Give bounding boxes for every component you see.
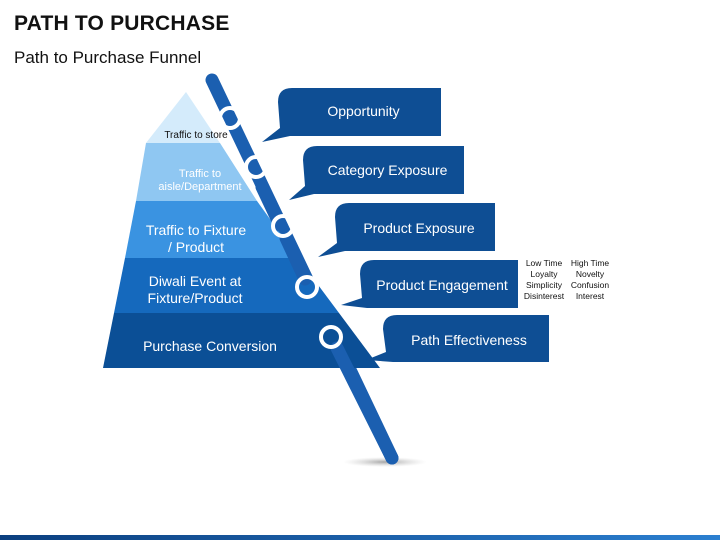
tier-label-traffic-store: Traffic to store — [164, 130, 228, 141]
ring-1 — [218, 106, 242, 130]
callout-shape-2 — [289, 146, 464, 200]
tier-4-diwali-event — [114, 258, 339, 313]
callout-shape-3 — [318, 203, 495, 257]
callout-label-product-exposure: Product Exposure — [363, 219, 475, 236]
tier-label-traffic-fixture: Traffic to Fixture / Product — [145, 222, 247, 255]
rod-front-3 — [330, 341, 399, 465]
note-high-2: Novelty — [575, 269, 605, 279]
ground-shadow — [343, 457, 427, 467]
callout-shape-5 — [366, 315, 549, 362]
ring-4 — [295, 275, 319, 299]
note-low-1: Low Time — [525, 258, 563, 268]
callout-label-product-engagement: Product Engagement — [376, 276, 508, 293]
tier-label-traffic-aisle: Traffic to aisle/Department — [158, 167, 242, 193]
note-column-low: Low Time Loyalty Simplicity Disinterest — [518, 258, 570, 302]
ring-3 — [271, 214, 295, 238]
page-subtitle: Path to Purchase Funnel — [14, 48, 202, 67]
page-title: PATH TO PURCHASE — [14, 12, 230, 35]
tier-1-traffic-store — [146, 92, 220, 143]
note-low-4: Disinterest — [523, 291, 565, 301]
callout-label-path-effectiveness: Path Effectiveness — [411, 331, 527, 348]
callout-shape-4 — [341, 260, 518, 308]
ring-5 — [319, 325, 343, 349]
callout-label-opportunity: Opportunity — [327, 102, 400, 119]
tier-3-traffic-fixture — [125, 201, 298, 258]
callout-shape-1 — [262, 88, 441, 142]
callout-label-category-exposure: Category Exposure — [327, 161, 448, 178]
note-high-1: High Time — [570, 258, 610, 268]
note-low-3: Simplicity — [526, 280, 562, 290]
note-high-3: Confusion — [570, 280, 610, 290]
tier-label-diwali-event: Diwali Event at Fixture/Product — [147, 273, 243, 306]
rod-front-2 — [279, 231, 312, 286]
footer-accent-bar — [0, 535, 720, 540]
ring-2 — [244, 155, 268, 179]
note-low-2: Loyalty — [530, 269, 558, 279]
note-high-4: Interest — [575, 291, 605, 301]
tier-2-traffic-aisle — [136, 143, 257, 201]
tier-5-purchase-conversion — [103, 313, 380, 368]
tier-label-purchase-conversion: Purchase Conversion — [143, 337, 277, 354]
note-column-high: High Time Novelty Confusion Interest — [564, 258, 616, 302]
